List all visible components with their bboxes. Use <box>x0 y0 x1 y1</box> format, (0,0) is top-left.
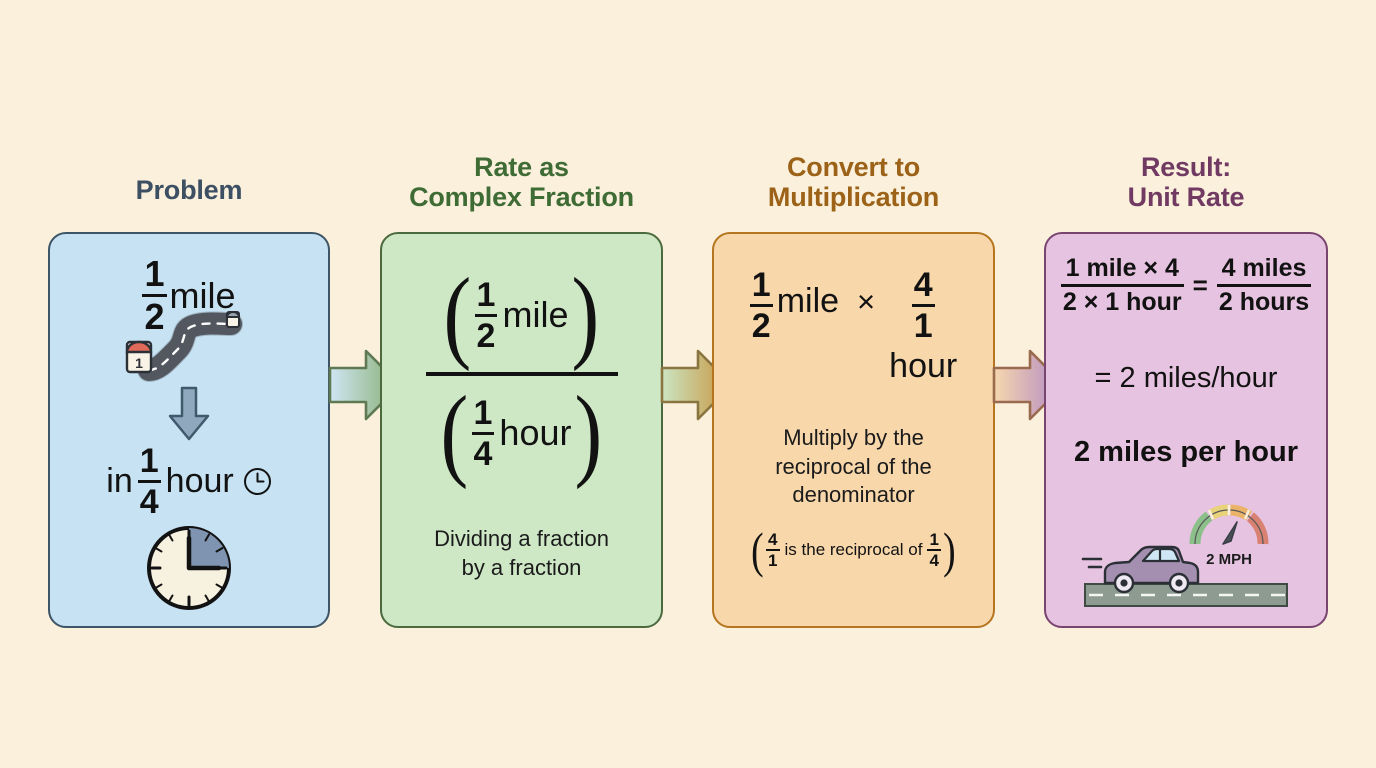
multiplication-operator: × <box>857 284 876 319</box>
fraction-one-quarter-small: 1 4 <box>927 530 941 570</box>
step-title-result: Result: Unit Rate <box>1127 152 1245 213</box>
right-paren: ) <box>574 375 603 491</box>
speedometer-icon <box>1189 504 1269 545</box>
result-illustration: 2 MPH <box>1046 496 1326 611</box>
clock-small-wrap <box>243 467 272 496</box>
road-icon: 1 <box>125 311 243 382</box>
distance-unit-label: mile <box>169 274 236 316</box>
car-road-gauge-illustration: 2 MPH <box>1081 504 1288 607</box>
fraction-four-over-one-small: 4 1 <box>766 530 780 570</box>
gauge-label: 2 MPH <box>1206 551 1252 568</box>
time-unit-label: hour <box>165 462 234 500</box>
right-paren: ) <box>571 257 600 373</box>
fraction-bar <box>749 304 773 307</box>
problem-time-expression: in 1 4 hour <box>50 444 328 519</box>
left-paren: ( <box>443 257 472 373</box>
panel-result: 1 mile × 4 2 × 1 hour = 4 miles 2 hours … <box>1044 232 1328 628</box>
fraction-bar <box>766 549 780 551</box>
numerator-unit: mile <box>502 294 569 335</box>
fraction-right: 4 miles 2 hours <box>1216 254 1312 316</box>
complex-fraction-expression: ( 1 2 mile ) ( 1 4 <box>382 260 661 488</box>
fraction-left: 1 mile × 4 2 × 1 hour <box>1060 254 1184 316</box>
fraction-bar <box>474 313 498 317</box>
fraction-one-half: 1 2 <box>474 275 498 355</box>
equals-sign: = <box>1192 270 1208 300</box>
left-paren: ( <box>751 522 764 578</box>
left-unit: mile <box>776 282 840 320</box>
car-icon <box>1081 545 1200 594</box>
multiplication-note: Multiply by the reciprocal of the denomi… <box>775 425 932 508</box>
fraction-bar <box>911 304 935 307</box>
milestone-icon: 1 <box>125 340 153 374</box>
step-title-multiplication: Convert to Multiplication <box>767 152 940 213</box>
result-simplified: = 2 miles/hour <box>1094 362 1278 394</box>
problem-distance-expression: 1 2 mile <box>50 256 328 335</box>
main-division-bar <box>425 372 618 376</box>
denominator-unit: hour <box>499 412 572 453</box>
reciprocal-explanation: ( 4 1 is the reciprocal of 1 4 ) <box>714 522 993 578</box>
complex-fraction-numerator: ( 1 2 mile ) <box>440 260 603 370</box>
fraction-one-quarter: 1 4 <box>471 393 495 473</box>
down-arrow-icon <box>168 386 210 441</box>
fraction-four-over-one: 4 1 <box>911 266 935 345</box>
reciprocal-term: 4 1 hour <box>889 268 957 386</box>
left-paren: ( <box>440 375 469 491</box>
right-paren: ) <box>943 522 956 578</box>
fraction-bar <box>1060 284 1184 287</box>
right-unit: hour <box>889 347 958 385</box>
svg-text:1: 1 <box>135 355 143 371</box>
fraction-one-half: 1 2 <box>749 266 773 345</box>
fraction-bar <box>137 480 161 483</box>
clock-icon <box>243 468 271 495</box>
fraction-bar <box>471 431 495 435</box>
multiplication-expression: 1 2 mile × 4 1 hour <box>714 268 993 386</box>
step-title-problem: Problem <box>135 175 243 205</box>
fraction-bar <box>142 294 167 297</box>
complex-fraction-note: Dividing a fraction by a fraction <box>434 526 609 581</box>
clock-quarter-icon <box>147 526 231 610</box>
result-answer: 2 miles per hour <box>1073 436 1298 468</box>
panel-complex-fraction: ( 1 2 mile ) ( 1 4 <box>380 232 663 628</box>
fraction-one-quarter: 1 4 <box>137 442 161 521</box>
time-lead-word: in <box>106 462 133 500</box>
panel-problem: 1 2 mile 1 <box>48 232 330 628</box>
road-illustration: 1 <box>50 306 328 384</box>
motion-lines-icon <box>1081 557 1103 569</box>
fraction-one-half: 1 2 <box>142 253 167 337</box>
fraction-bar <box>1216 284 1312 287</box>
complex-fraction-denominator: ( 1 4 hour ) <box>437 378 606 488</box>
milestone-far-icon <box>225 311 241 328</box>
quarter-hour-clock <box>50 524 328 612</box>
step-title-complex-fraction: Rate as Complex Fraction <box>409 152 634 213</box>
result-equation: 1 mile × 4 2 × 1 hour = 4 miles 2 hours <box>1046 256 1326 315</box>
downward-arrow <box>50 386 328 442</box>
panel-multiplication: 1 2 mile × 4 1 hour Multiply by the <box>712 232 995 628</box>
reciprocal-text: is the reciprocal of <box>784 540 923 559</box>
fraction-bar <box>927 549 941 551</box>
